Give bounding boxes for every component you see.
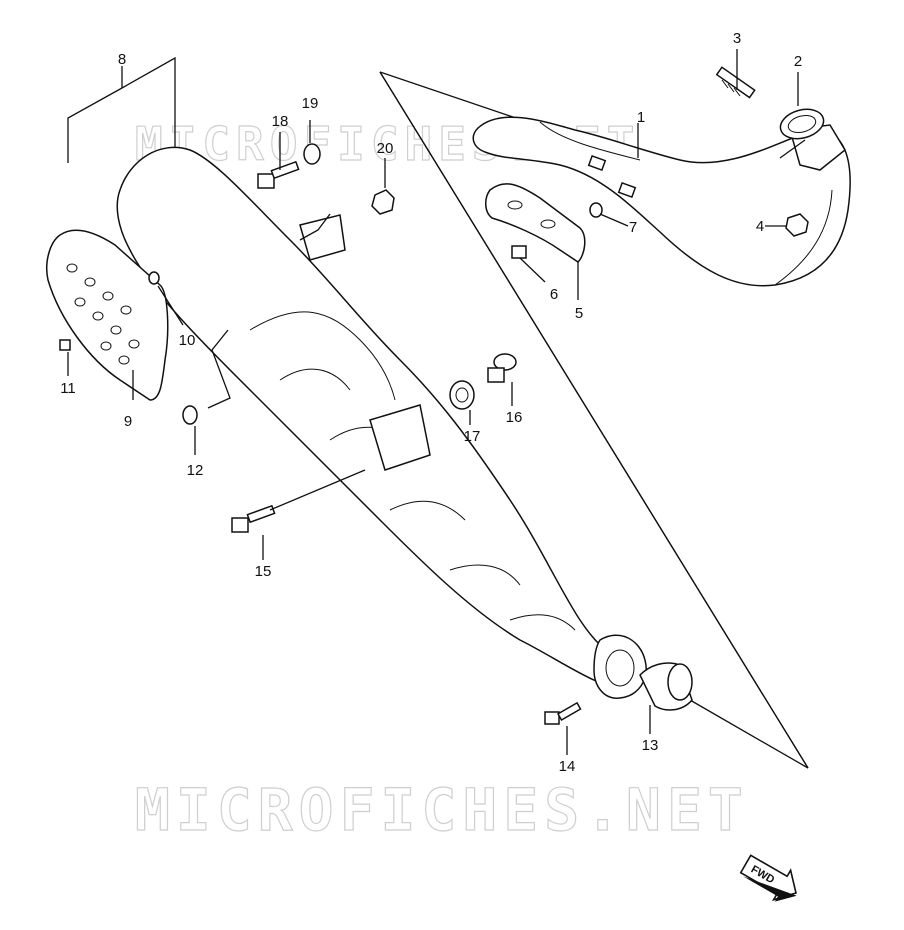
assembly-edge-bottom <box>689 699 809 769</box>
washer-10 <box>148 271 160 285</box>
pipe-bracket <box>485 183 586 263</box>
callout-6: 6 <box>550 286 558 303</box>
callout-labels: 1 2 3 4 5 6 7 8 9 10 11 12 13 14 15 16 1… <box>60 30 802 775</box>
callout-19: 19 <box>302 95 319 112</box>
callout-9: 9 <box>124 413 132 430</box>
watermark-bottom: MICROFICHES.NET <box>135 776 749 844</box>
collar-16 <box>487 353 517 383</box>
screw-11 <box>59 339 71 351</box>
callout-12: 12 <box>187 462 204 479</box>
bolt-6 <box>511 245 527 259</box>
callout-2: 2 <box>794 53 802 70</box>
bolt-15 <box>231 504 276 533</box>
callout-13: 13 <box>642 737 659 754</box>
washer-7 <box>589 202 603 218</box>
nut-20 <box>371 189 395 215</box>
grommet-17 <box>449 380 475 410</box>
callout-4: 4 <box>756 218 764 235</box>
callout-3: 3 <box>733 30 741 47</box>
heat-shield <box>46 229 169 401</box>
callout-1: 1 <box>637 109 645 126</box>
callout-5: 5 <box>575 305 583 322</box>
tail-sleeve <box>639 662 693 711</box>
callout-20: 20 <box>377 140 394 157</box>
leader-lines <box>67 49 806 755</box>
callout-11: 11 <box>60 380 76 397</box>
washer-19 <box>303 143 321 165</box>
callout-7: 7 <box>629 219 637 236</box>
callout-18: 18 <box>272 113 289 130</box>
callout-16: 16 <box>506 409 523 426</box>
stud-bolt <box>715 66 756 99</box>
fwd-arrow-icon: FWD <box>739 854 797 902</box>
callout-17: 17 <box>464 428 481 445</box>
callout-8: 8 <box>118 51 126 68</box>
bolt-14 <box>544 701 582 725</box>
assembly-edge-diagonal <box>379 71 809 769</box>
callout-15: 15 <box>255 563 272 580</box>
gasket <box>779 108 825 140</box>
callout-10: 10 <box>179 332 196 349</box>
bolt-18 <box>257 160 300 189</box>
nut-4 <box>785 213 809 237</box>
muffler <box>116 146 647 699</box>
washer-12 <box>182 405 198 425</box>
callout-14: 14 <box>559 758 576 775</box>
